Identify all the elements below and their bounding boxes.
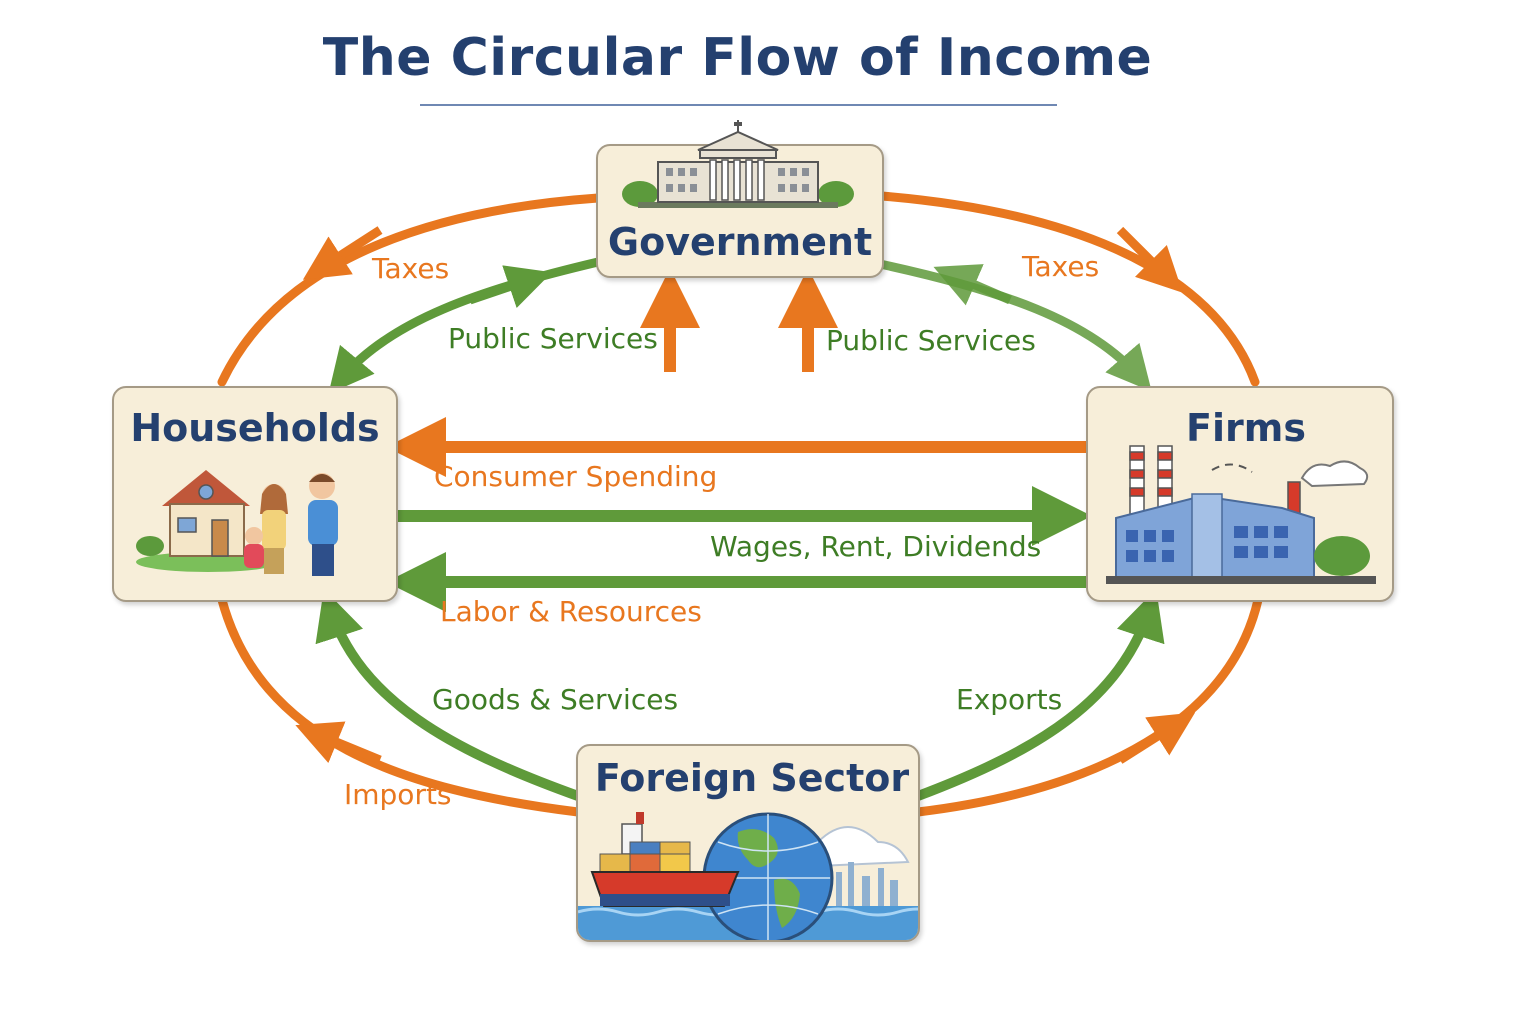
label-taxes-right: Taxes xyxy=(1022,250,1100,283)
arrow-public-services-right xyxy=(879,259,1152,392)
households-node: Households xyxy=(112,386,398,602)
government-building-icon xyxy=(622,120,854,208)
firms-label: Firms xyxy=(1186,406,1306,450)
label-public-services-left: Public Services xyxy=(448,322,658,355)
label-consumer-spending: Consumer Spending xyxy=(434,460,718,493)
firms-node: Firms xyxy=(1086,386,1394,602)
government-node: Government xyxy=(596,120,884,278)
arrow-public-services-left xyxy=(328,257,600,394)
foreign-sector-node: Foreign Sector xyxy=(576,744,920,942)
households-label: Households xyxy=(130,406,380,450)
arrow-taxes-right xyxy=(877,191,1260,387)
government-label: Government xyxy=(607,220,873,264)
ship-globe-icon xyxy=(578,812,918,940)
diagram-title: The Circular Flow of Income xyxy=(322,28,1153,88)
label-wages-rent-dividends: Wages, Rent, Dividends xyxy=(710,530,1042,563)
arrow-taxes-left xyxy=(217,193,603,387)
label-public-services-right: Public Services xyxy=(826,324,1036,357)
label-goods-services: Goods & Services xyxy=(432,683,679,716)
label-exports: Exports xyxy=(956,683,1063,716)
arrow-exports xyxy=(916,588,1165,801)
label-imports: Imports xyxy=(344,778,452,811)
factory-icon xyxy=(1106,445,1376,584)
label-labor-resources: Labor & Resources xyxy=(440,595,702,628)
arrow-goods-services xyxy=(315,588,580,801)
title-underline xyxy=(420,104,1057,106)
house-family-icon xyxy=(136,470,338,576)
label-taxes-left: Taxes xyxy=(372,252,450,285)
foreign-sector-label: Foreign Sector xyxy=(594,756,910,800)
